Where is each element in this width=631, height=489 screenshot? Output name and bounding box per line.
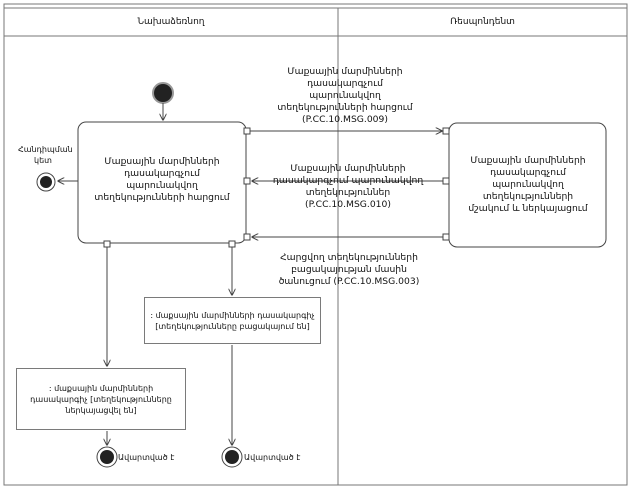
- final-node-bottom-mid-inner: [225, 450, 239, 464]
- message-request-label: Մաքսային մարմինների դասակարգչում պարունա…: [277, 66, 413, 125]
- pin: [243, 233, 251, 241]
- pin: [442, 127, 450, 135]
- lane-title-initiator: Նախաձեռնող: [137, 17, 205, 27]
- pin: [228, 240, 236, 248]
- pin: [243, 127, 251, 135]
- final-node-bottom-left-inner: [100, 450, 114, 464]
- final-label-left: Ավարտված է: [118, 453, 175, 462]
- process-action-label: Մաքսային մարմինների դասակարգչում պարունա…: [468, 155, 588, 214]
- pin: [442, 177, 450, 185]
- message-data-label: Մաքսային մարմինների դասակարգչում պարունա…: [272, 163, 424, 210]
- message-absent-label: Հարցվող տեղեկությունների բացակայության մ…: [278, 252, 420, 287]
- pin: [442, 233, 450, 241]
- pin: [103, 240, 111, 248]
- note-absent: : մաքսային մարմինների դասակարգիչ [տեղեկո…: [144, 297, 321, 344]
- process-action-node: [448, 122, 607, 248]
- request-action-label: Մաքսային մարմինների դասակարգչում պարունա…: [94, 156, 230, 203]
- note-present: : մաքսային մարմինների դասակարգիչ [տեղեկո…: [16, 368, 186, 430]
- diagram-frame: [3, 3, 628, 486]
- left-final-label: Հանդիպման կետ: [18, 145, 73, 165]
- initial-node: [152, 82, 174, 104]
- lane-header-right: [337, 7, 628, 37]
- final-node-left-inner: [40, 176, 52, 188]
- final-label-mid: Ավարտված է: [244, 453, 301, 462]
- pin: [243, 177, 251, 185]
- lane-title-respondent: Ռեսպոնդենտ: [450, 17, 515, 27]
